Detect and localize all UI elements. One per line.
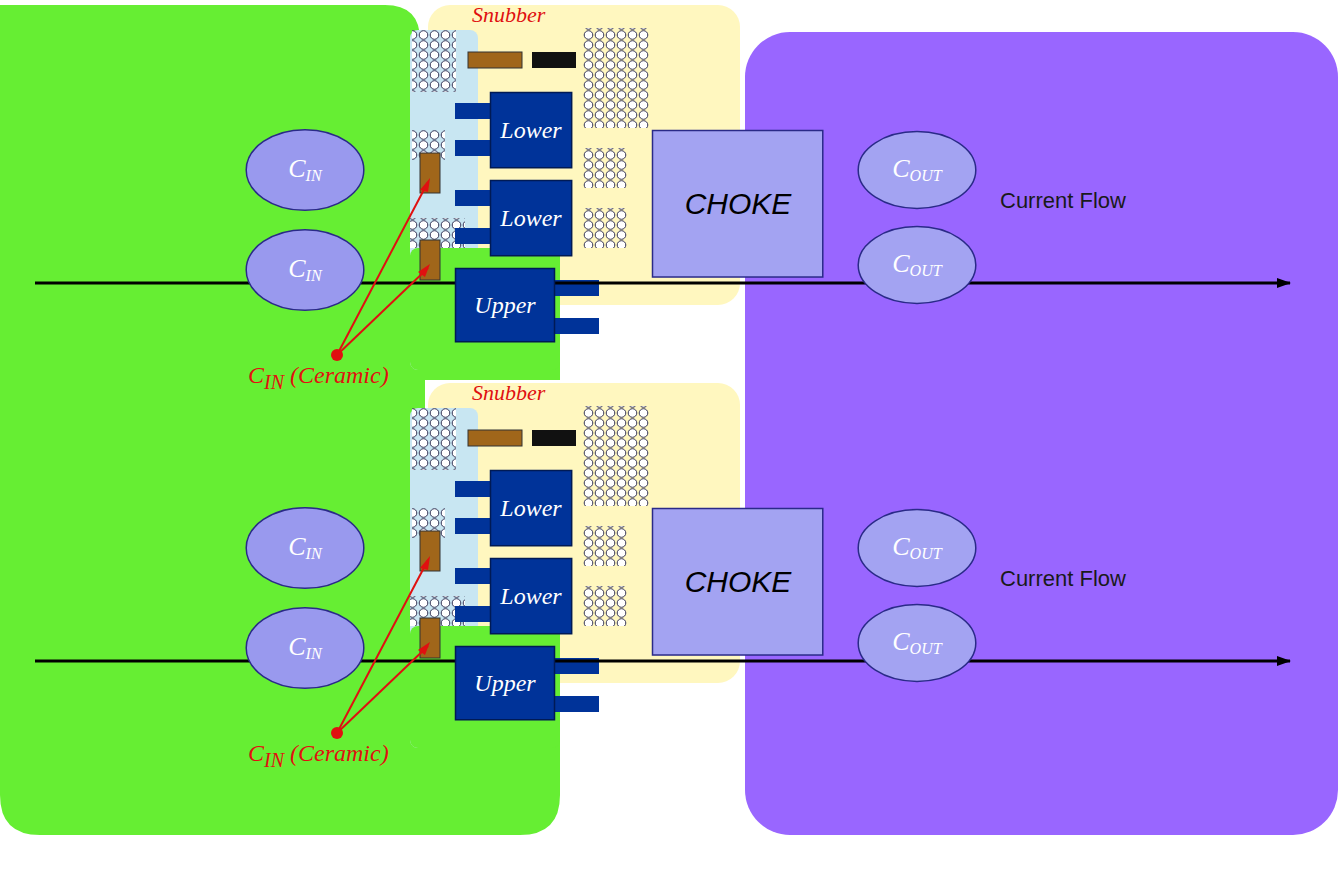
node-label: Lower (500, 117, 561, 144)
mosfet-pin (455, 190, 491, 206)
mosfet-pin (553, 318, 599, 334)
node-label: Lower (500, 495, 561, 522)
capacitor-circle: CIN (245, 228, 365, 312)
capacitor-circle: CIN (245, 506, 365, 590)
mosfet-box: Upper (455, 646, 555, 720)
snubber-capacitor (468, 52, 522, 68)
mosfet-box: Lower (490, 180, 572, 256)
capacitor-circle: COUT (857, 508, 977, 588)
capacitor-circle: COUT (857, 225, 977, 305)
node-label: COUT (892, 154, 942, 185)
node-label: Lower (500, 205, 561, 232)
node-label: Upper (474, 292, 535, 319)
flow-label: Current Flow (1000, 566, 1126, 592)
current-flow-arrow (35, 282, 1290, 285)
choke-box: CHOKE (652, 508, 824, 656)
via-field (583, 148, 627, 188)
phase-art (35, 383, 1290, 748)
mosfet-box: Lower (490, 470, 572, 546)
node-label: CIN (288, 154, 321, 185)
leader-head (418, 178, 430, 277)
mosfet-box: Lower (490, 558, 572, 634)
node-label: CIN (288, 254, 321, 285)
part-name: Snubber (472, 2, 545, 28)
part-name: Snubber (472, 380, 545, 406)
mosfet-pin (455, 228, 491, 244)
mosfet-pin (455, 103, 491, 119)
node-label: CIN (288, 632, 321, 663)
node-label: CHOKE (685, 187, 792, 221)
mosfet-pin (455, 140, 491, 156)
flow-label: Current Flow (1000, 188, 1126, 214)
choke-box: CHOKE (652, 130, 824, 278)
phase-art (35, 5, 1290, 370)
node-label: Lower (500, 583, 561, 610)
node-label: COUT (892, 532, 942, 563)
node-label: CHOKE (685, 565, 792, 599)
capacitor-circle: CIN (245, 128, 365, 212)
node-label: CIN (288, 532, 321, 563)
capacitor-circle: COUT (857, 130, 977, 210)
via-field (583, 28, 649, 128)
callout-label: CIN (Ceramic) (248, 362, 389, 394)
mosfet-box: Lower (490, 92, 572, 168)
via-field (412, 30, 456, 92)
mosfet-box: Upper (455, 268, 555, 342)
callout-label: CIN (Ceramic) (248, 740, 389, 772)
leader-dot (331, 349, 343, 361)
via-field (583, 208, 627, 248)
output-plane (745, 32, 1338, 835)
capacitor-circle: CIN (245, 606, 365, 690)
node-label: COUT (892, 627, 942, 658)
capacitor-circle: COUT (857, 603, 977, 683)
node-label: COUT (892, 249, 942, 280)
node-label: Upper (474, 670, 535, 697)
snubber-resistor (532, 52, 576, 68)
